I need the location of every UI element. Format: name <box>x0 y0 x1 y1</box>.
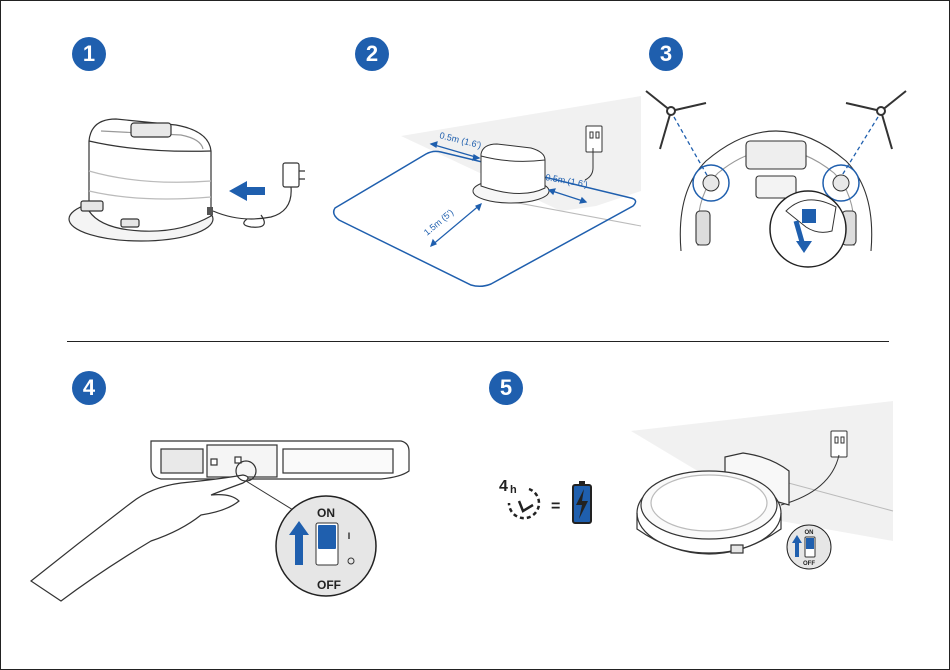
step-2-illustration: 0.5m (1.6') 0.5m (1.6') 1.5m (5') <box>331 96 646 296</box>
section-divider <box>67 341 889 342</box>
hand-illustration <box>31 475 248 601</box>
switch-on-label: ON <box>317 506 335 520</box>
charge-time-graphic: 4 h = <box>491 471 611 531</box>
step-3-number: 3 <box>660 41 672 67</box>
install-brush-inset <box>770 191 846 267</box>
small-switch-off-label: OFF <box>803 561 815 567</box>
step-5-badge: 5 <box>489 371 523 405</box>
power-switch-callout-small: ON OFF <box>787 525 831 569</box>
step-2-number: 2 <box>366 41 378 67</box>
step-2-badge: 2 <box>355 37 389 71</box>
equals-sign: = <box>551 498 560 515</box>
dim-front-label: 1.5m (5') <box>422 207 455 237</box>
step-4-badge: 4 <box>72 371 106 405</box>
power-switch-callout: ON OFF I <box>276 496 376 596</box>
step-4-illustration: ON OFF I <box>21 431 441 661</box>
power-adapter-icon <box>213 163 305 227</box>
dock-small <box>473 144 549 203</box>
charge-time-unit: h <box>510 484 517 496</box>
step-3-illustration <box>636 81 916 266</box>
step-3-badge: 3 <box>649 37 683 71</box>
step-4-number: 4 <box>83 375 95 401</box>
switch-on-symbol: I <box>348 531 351 541</box>
switch-off-label: OFF <box>317 578 341 592</box>
battery-charging-icon <box>573 481 591 523</box>
small-switch-on-label: ON <box>805 530 814 536</box>
step-1-illustration <box>61 101 321 251</box>
arrow-left-icon <box>229 181 265 201</box>
step-5-number: 5 <box>500 375 512 401</box>
charging-dock <box>69 119 213 241</box>
step-1-badge: 1 <box>72 37 106 71</box>
charge-time-value: 4 <box>499 478 508 495</box>
robot-side-view <box>151 441 409 479</box>
step-5-illustration: ON OFF <box>631 401 893 581</box>
step-1-number: 1 <box>83 41 95 67</box>
